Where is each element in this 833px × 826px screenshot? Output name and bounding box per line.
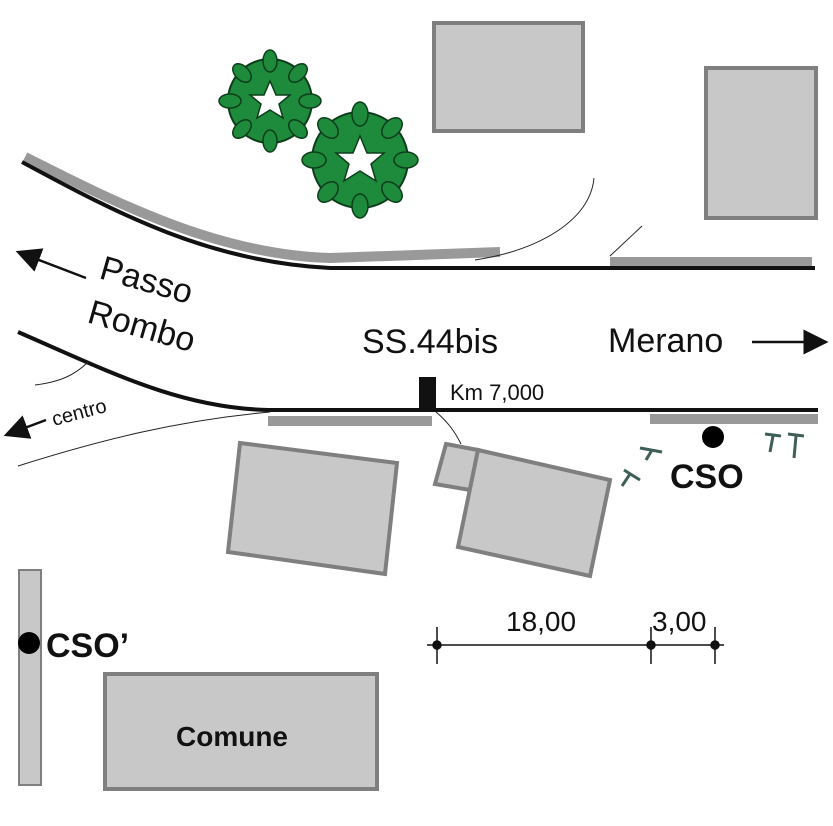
sidewalk-strip-vertical bbox=[18, 569, 42, 786]
sidewalk-north-curve bbox=[22, 152, 501, 264]
label-road-name: SS.44bis bbox=[362, 323, 498, 361]
dimension-label-second: 3,00 bbox=[652, 606, 707, 637]
road-edge-south bbox=[17, 330, 818, 412]
road-edges bbox=[17, 160, 818, 412]
sidewalks bbox=[22, 152, 818, 426]
thin-line-centro bbox=[17, 411, 271, 467]
building-north-1 bbox=[432, 21, 585, 133]
label-merano: Merano bbox=[608, 322, 723, 360]
building-south-1 bbox=[225, 440, 400, 577]
thin-line-south-driveway bbox=[435, 411, 462, 445]
arrows bbox=[3, 248, 829, 439]
label-centro: centro bbox=[50, 395, 109, 431]
tree-icon bbox=[301, 101, 419, 219]
label-comune: Comune bbox=[176, 721, 288, 752]
arrow-passo-rombo bbox=[15, 248, 87, 280]
building-comune bbox=[103, 672, 379, 791]
km-marker-post bbox=[419, 377, 436, 412]
label-cso: CSO bbox=[670, 458, 744, 496]
thin-line-north-driveway bbox=[474, 177, 595, 261]
station-dot-icon bbox=[702, 426, 724, 448]
thin-line-north-diagonal bbox=[609, 225, 643, 257]
sign-icon bbox=[620, 432, 805, 487]
buildings bbox=[103, 21, 818, 791]
dimension-label-first: 18,00 bbox=[506, 606, 576, 637]
label-cso-prime: CSO’ bbox=[46, 627, 129, 665]
road-edge-north bbox=[21, 160, 815, 270]
arrow-centro bbox=[3, 415, 47, 439]
label-km: Km 7,000 bbox=[450, 380, 544, 405]
station-dot-icon bbox=[18, 632, 40, 654]
building-south-2 bbox=[455, 447, 613, 579]
building-north-2 bbox=[704, 66, 818, 220]
thin-lines bbox=[17, 177, 643, 467]
dimension-line bbox=[427, 627, 724, 664]
thin-line-west-short bbox=[34, 361, 89, 386]
tree-icon bbox=[218, 49, 322, 153]
